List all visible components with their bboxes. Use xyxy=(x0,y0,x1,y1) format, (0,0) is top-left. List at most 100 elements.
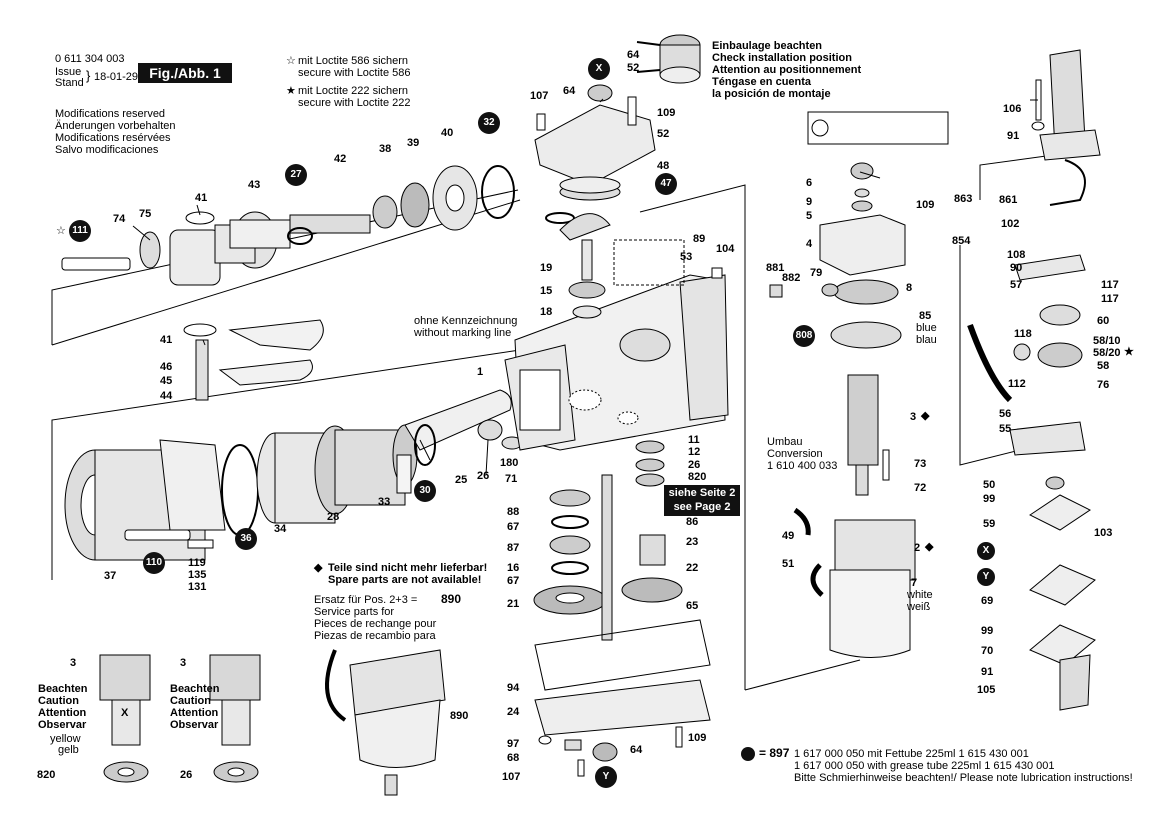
part-label: 117 xyxy=(1101,279,1119,291)
conversion-de: Umbau xyxy=(767,436,803,448)
marker-111: 111 xyxy=(69,220,91,242)
service-line-fr: Pieces de rechange pour xyxy=(314,618,437,630)
part-label: 108 xyxy=(1007,249,1026,261)
part-label: 18 xyxy=(540,306,553,318)
figure-tag: Fig./Abb. 1 xyxy=(138,63,232,83)
part-label: 6 xyxy=(806,177,813,189)
marker-y-right: Y xyxy=(977,568,995,586)
part-label: 58/10 xyxy=(1093,335,1121,347)
part-label: 5 xyxy=(806,210,813,222)
part-label: 26 xyxy=(688,459,701,471)
part-label: 24 xyxy=(507,706,520,718)
part-label: 60 xyxy=(1097,315,1110,327)
marking-note-de: ohne Kennzeichnung xyxy=(414,315,518,327)
part-label: 53 xyxy=(680,251,693,263)
part-label: 69 xyxy=(981,595,994,607)
bolt-74 xyxy=(61,257,131,271)
deflector-85 xyxy=(830,321,902,349)
part-label: 70 xyxy=(981,645,994,657)
service-value: 890 xyxy=(441,592,462,606)
part-label: 7 xyxy=(911,577,918,589)
part-label: 21 xyxy=(507,598,520,610)
part-label: 4 xyxy=(806,238,813,250)
diamond-icon: ◆ xyxy=(314,562,323,574)
stator-2 xyxy=(834,519,916,581)
part-label: 135 xyxy=(188,569,207,581)
filled-star-icon: ★ xyxy=(286,85,296,97)
color-blue-de: blau xyxy=(916,334,937,346)
wiring-schematic xyxy=(807,111,949,145)
part-label: 112 xyxy=(1008,378,1026,390)
part-label: 76 xyxy=(1097,379,1110,391)
part-label: 74 xyxy=(113,213,126,225)
part-label: 56 xyxy=(999,408,1012,420)
part-label: 104 xyxy=(716,243,735,255)
part-label: 58 xyxy=(1097,360,1110,372)
marking-note-en: without marking line xyxy=(414,327,512,339)
not-available-de: Teile sind nicht mehr lieferbar! xyxy=(328,562,488,574)
caution-de-b: Beachten xyxy=(170,683,220,695)
part-label: 99 xyxy=(981,625,994,637)
marker-32: 32 xyxy=(478,112,500,134)
conversion-number: 1 610 400 033 xyxy=(767,460,838,472)
yellow-de: gelb xyxy=(58,744,79,756)
install-note-fr: Attention au positionnement xyxy=(712,64,862,76)
part-label: 109 xyxy=(688,732,707,744)
part-label: 34 xyxy=(274,523,287,535)
motor-890 xyxy=(349,649,446,716)
part-label: 109 xyxy=(657,107,676,119)
brace-glyph: } xyxy=(86,68,91,83)
marker-808: 808 xyxy=(793,325,815,347)
part-label: 38 xyxy=(379,143,392,155)
part-label: 854 xyxy=(952,235,971,247)
part-label: 52 xyxy=(657,128,670,140)
part-label: 40 xyxy=(441,127,454,139)
diamond-2-icon: ◆ xyxy=(925,541,934,553)
filled-star-5820-icon: ★ xyxy=(1124,346,1134,358)
part-label: 75 xyxy=(139,208,152,220)
pinion-23 xyxy=(639,534,666,566)
flange-70 xyxy=(1029,624,1096,666)
part-label: 52 xyxy=(627,62,640,74)
part-label: 863 xyxy=(954,193,973,205)
bearing-plate-4 xyxy=(819,214,906,276)
part-label: 881 xyxy=(766,262,785,274)
modifications-de: Änderungen vorbehalten xyxy=(55,120,176,132)
loctite-586-en: secure with Loctite 586 xyxy=(298,67,411,79)
modifications-fr: Modifications resérvées xyxy=(55,132,171,144)
outline-star-icon: ☆ xyxy=(286,55,296,67)
part-label: 103 xyxy=(1094,527,1113,539)
part-label: 15 xyxy=(540,285,553,297)
frame-line-center xyxy=(639,184,746,690)
part-label: 106 xyxy=(1003,103,1022,115)
part-label: 55 xyxy=(999,423,1012,435)
bearing-18 xyxy=(572,305,602,319)
grip-70 xyxy=(1059,654,1091,711)
caution-fr-b: Attention xyxy=(170,707,219,719)
part-label: 180 xyxy=(500,457,519,469)
part-label: 97 xyxy=(507,738,520,750)
part-label: 117 xyxy=(1101,293,1119,305)
part-label: 2 xyxy=(914,542,921,554)
conrod-25 xyxy=(404,389,512,451)
frame-line-right xyxy=(959,245,1021,466)
piston-28 xyxy=(334,429,406,506)
part-label: 1 xyxy=(477,366,484,378)
issue-date: 18-01-29 xyxy=(94,71,139,83)
part-label: 67 xyxy=(507,521,520,533)
housing-7 xyxy=(829,569,911,658)
part-label: 49 xyxy=(782,530,795,542)
part-label: 26 xyxy=(477,470,490,482)
part-label: 71 xyxy=(505,473,518,485)
service-prefix: Ersatz für Pos. 2+3 = xyxy=(314,594,418,606)
part-label: 8 xyxy=(906,282,913,294)
marker-110: 110 xyxy=(143,552,165,574)
install-note-es1: Téngase en cuenta xyxy=(712,76,812,88)
fan-8 xyxy=(833,279,899,305)
part-label: 105 xyxy=(977,684,996,696)
loctite-222-de: mit Loctite 222 sichern xyxy=(298,85,409,97)
part-label: 59 xyxy=(983,518,996,530)
part-label: 91 xyxy=(1007,130,1020,142)
part-label: 42 xyxy=(334,153,347,165)
